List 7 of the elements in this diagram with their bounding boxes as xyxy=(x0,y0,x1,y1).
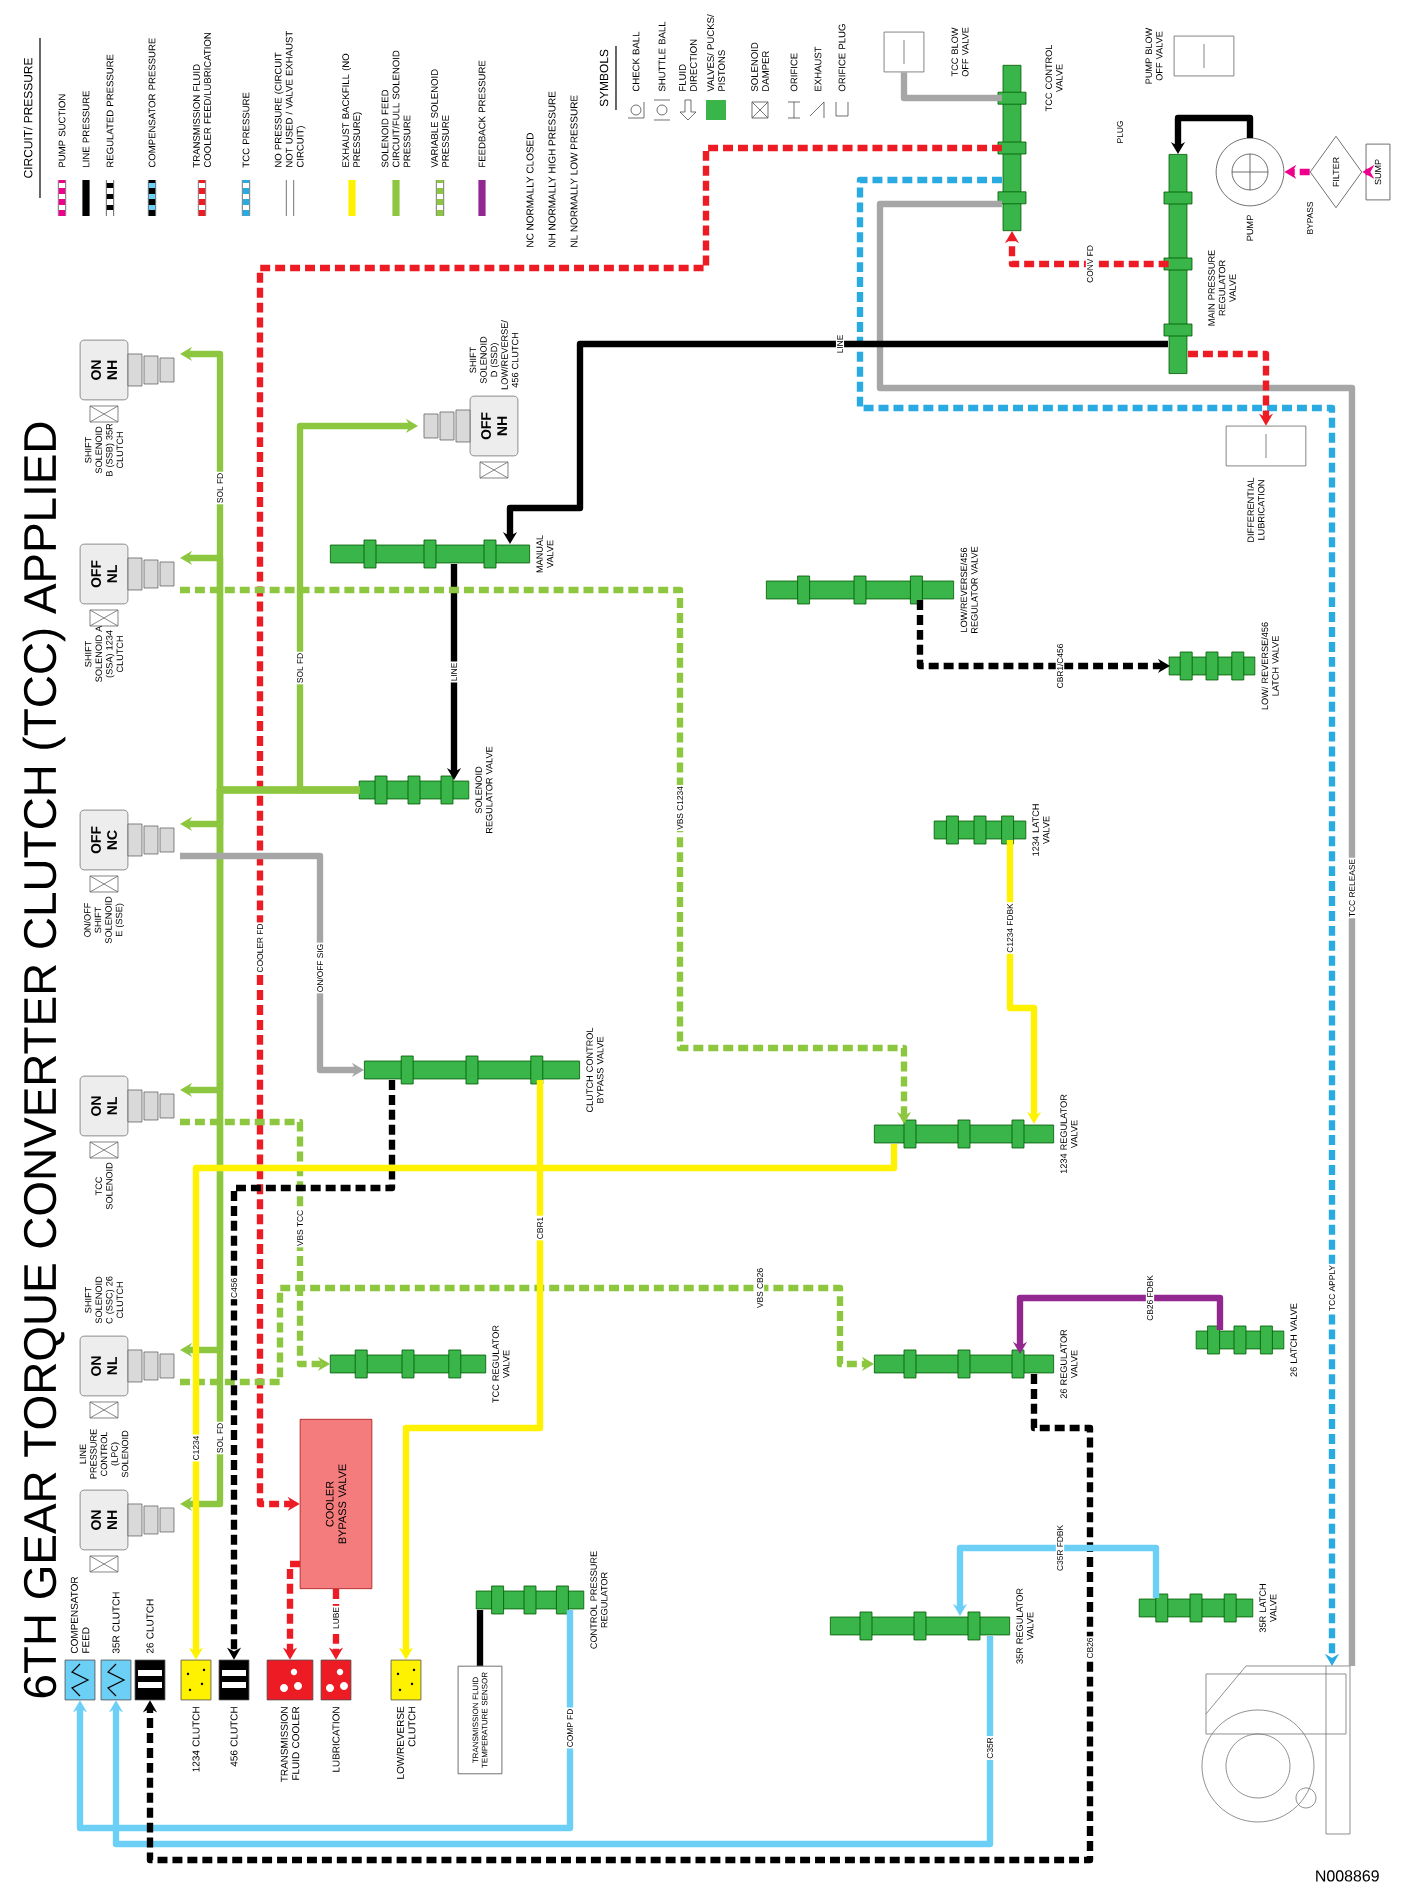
torque-converter-drawing xyxy=(1201,1665,1351,1835)
fluid-line xyxy=(476,1610,484,1666)
fluid-line xyxy=(72,1610,574,1832)
fluid-line xyxy=(142,1374,1094,1864)
fluid-line xyxy=(900,72,1002,102)
fluid-line xyxy=(108,1636,994,1848)
title: 6TH GEAR TORQUE CONVERTER CLUTCH (TCC) APPLIED xyxy=(22,422,66,1698)
